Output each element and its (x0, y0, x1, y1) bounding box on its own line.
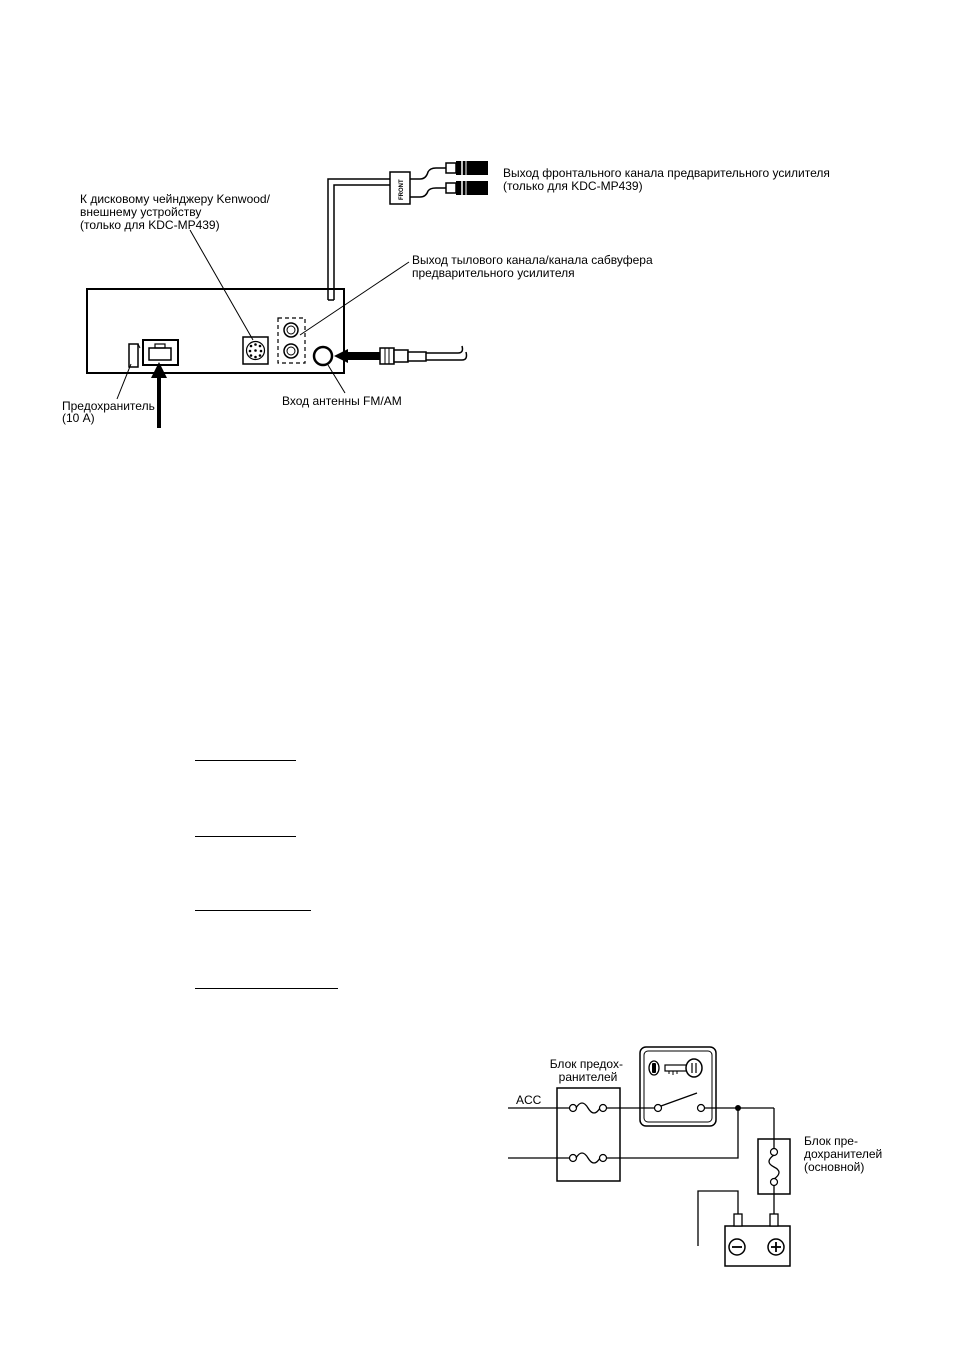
fuse-icon (128, 343, 139, 368)
head-unit-rear-panel (86, 288, 345, 374)
battery-line-fuse-icon (568, 1152, 608, 1164)
rear-rca-outputs (277, 317, 306, 364)
changer-connector-icon (242, 336, 269, 365)
ignition-key-icon (648, 1058, 703, 1078)
antenna-plug-icon (334, 345, 468, 365)
front-output-label: Выход фронтального канала предварительно… (503, 166, 833, 193)
blank-line-2 (195, 836, 296, 837)
power-wiring-diagram: Блок предох- ранителей ACC (508, 1046, 886, 1267)
changer-label: К дисковому чейнджеру Kenwood/ внешнему … (80, 192, 273, 232)
blank-line-3 (195, 910, 311, 911)
acc-fuse-icon (568, 1102, 608, 1114)
acc-label: ACC (516, 1093, 542, 1107)
ignition-switch (639, 1046, 717, 1127)
rca-plug-lower (445, 181, 488, 195)
rear-output-label: Выход тылового канала/канала сабвуфера п… (412, 253, 656, 280)
main-fuse-block-label: Блок пре- дохранителей (основной) (804, 1134, 886, 1174)
junction-dot (735, 1105, 741, 1111)
ground-wire (697, 1190, 739, 1246)
battery-negative-icon (728, 1238, 746, 1256)
fuse-block (556, 1087, 621, 1182)
front-box-label: FRONT (399, 179, 405, 200)
power-connector-icon (142, 339, 179, 366)
fuse-label: Предохранитель (10 A) (62, 399, 158, 425)
blank-line-4 (195, 988, 338, 989)
blank-line-1 (195, 760, 296, 761)
head-unit-rear-panel-diagram: FRONT (62, 161, 833, 428)
rca-plug-upper (445, 161, 488, 175)
antenna-label: Вход антенны FM/AM (282, 394, 402, 408)
fuse-block-label: Блок предох- ранителей (550, 1057, 627, 1084)
battery-icon (724, 1213, 791, 1267)
front-output-cable: FRONT (327, 161, 488, 301)
main-fuse-icon (768, 1147, 780, 1187)
battery-positive-icon (767, 1238, 785, 1256)
power-input-arrow (151, 362, 167, 428)
antenna-socket-icon (312, 345, 334, 367)
